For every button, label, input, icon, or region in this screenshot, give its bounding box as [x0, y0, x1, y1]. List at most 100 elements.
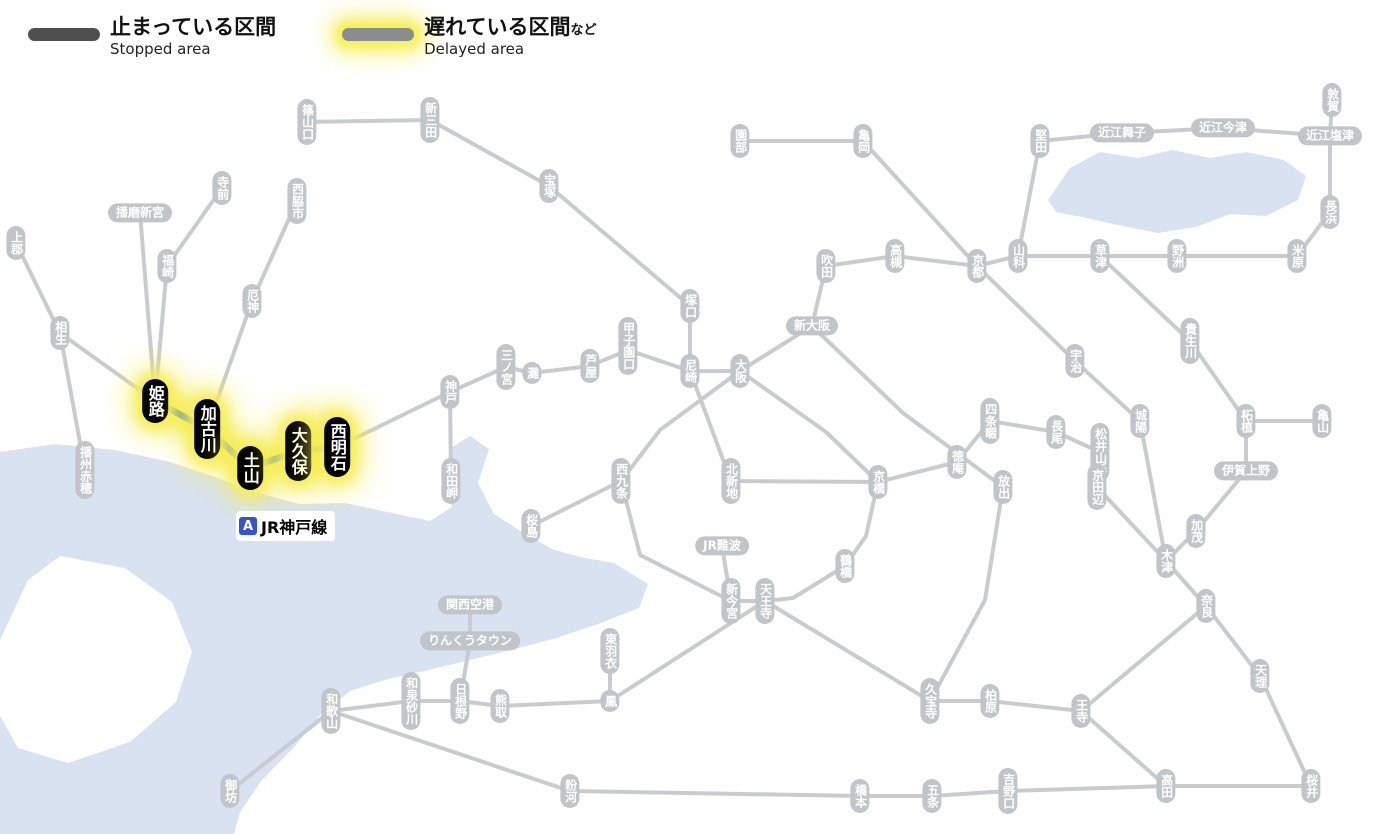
legend-delayed: 遅れている区間など Delayed area — [342, 14, 597, 58]
station-pill[interactable]: 新大阪 — [785, 316, 839, 336]
station-pill[interactable]: 桜井 — [1301, 769, 1321, 803]
station-pill[interactable]: 徳庵 — [947, 445, 967, 479]
station-pill[interactable]: 和歌山 — [321, 688, 341, 734]
station-pill[interactable]: 西九条 — [611, 458, 631, 504]
station-pill[interactable]: 神戸 — [440, 375, 460, 409]
delayed-label-jp-suffix: など — [570, 23, 597, 38]
station-pill-highlight[interactable]: 西明石 — [324, 417, 350, 477]
station-pill[interactable]: 新三田 — [420, 97, 440, 143]
station-pill[interactable]: 熊取 — [490, 689, 510, 723]
station-pill[interactable]: 京都 — [967, 249, 987, 283]
station-pill[interactable]: 長尾 — [1046, 415, 1066, 449]
station-pill[interactable]: 柘植 — [1236, 404, 1256, 438]
station-pill[interactable]: 塚口 — [680, 289, 700, 323]
station-pill[interactable]: 福崎 — [157, 249, 177, 283]
station-pill[interactable]: 城陽 — [1130, 404, 1150, 438]
water-area — [1048, 150, 1306, 233]
station-pill[interactable]: りんくうタウン — [420, 631, 520, 651]
line-badge[interactable]: A JR神戸線 — [236, 511, 336, 541]
station-pill-highlight[interactable]: 加古川 — [194, 399, 220, 459]
station-pill[interactable]: 橋本 — [850, 779, 870, 813]
station-pill[interactable]: 貴生川 — [1180, 318, 1200, 364]
rail-segment — [228, 709, 333, 793]
station-pill[interactable]: 上郡 — [6, 226, 26, 260]
station-pill-highlight[interactable]: 姫路 — [142, 379, 168, 423]
station-pill[interactable]: 天王寺 — [755, 578, 775, 624]
station-pill[interactable]: 久宝寺 — [920, 678, 940, 724]
station-pill[interactable]: 長浜 — [1320, 195, 1340, 229]
station-pill[interactable]: 甲子園口 — [618, 317, 638, 375]
delayed-label-en: Delayed area — [424, 40, 525, 59]
station-pill[interactable]: 亀岡 — [853, 124, 873, 158]
station-pill[interactable]: 寺前 — [212, 171, 232, 205]
line-letter-badge: A — [239, 517, 257, 535]
rail-segment — [738, 369, 880, 603]
station-pill[interactable]: 宇治 — [1065, 344, 1085, 378]
station-pill[interactable]: 灘 — [522, 362, 542, 384]
station-pill[interactable]: 山科 — [1008, 239, 1028, 273]
station-pill[interactable]: 和泉砂川 — [401, 672, 421, 730]
station-pill[interactable]: 厄神 — [242, 284, 262, 318]
station-pill[interactable]: 東羽衣 — [600, 628, 620, 674]
station-pill[interactable]: 京橋 — [868, 465, 888, 499]
legend: 止まっている区間 Stopped area 遅れている区間など Delayed … — [28, 14, 597, 58]
station-pill[interactable]: 三ノ宮 — [496, 344, 516, 390]
station-pill[interactable]: 吉野口 — [998, 768, 1018, 814]
station-pill[interactable]: 日根野 — [450, 678, 470, 724]
station-pill[interactable]: 桜島 — [521, 509, 541, 543]
station-pill[interactable]: 篠山口 — [297, 99, 317, 145]
station-pill[interactable]: 関西空港 — [437, 595, 503, 615]
station-pill[interactable]: 草津 — [1090, 239, 1110, 273]
station-pill[interactable]: 木津 — [1156, 544, 1176, 578]
station-pill[interactable]: 御坊 — [220, 774, 240, 808]
rail-segment — [1164, 419, 1248, 563]
station-pill[interactable]: 近江舞子 — [1089, 123, 1155, 143]
station-pill-highlight[interactable]: 大久保 — [285, 421, 311, 481]
station-pill[interactable]: 四条畷 — [980, 398, 1000, 444]
rail-segment — [1079, 709, 1168, 788]
station-pill[interactable]: 近江塩津 — [1297, 126, 1363, 146]
stopped-legend-text: 止まっている区間 Stopped area — [110, 14, 276, 58]
station-pill[interactable]: 吹田 — [816, 249, 836, 283]
station-pill[interactable]: 和田岬 — [441, 458, 461, 504]
station-pill[interactable]: 五条 — [922, 779, 942, 813]
station-pill[interactable]: JR難波 — [695, 536, 749, 556]
station-pill[interactable]: 加茂 — [1186, 514, 1206, 548]
station-pill[interactable]: 鳳 — [600, 690, 620, 712]
station-pill[interactable]: 米原 — [1287, 239, 1307, 273]
station-pill-highlight[interactable]: 土山 — [237, 446, 263, 490]
station-pill[interactable]: 京田辺 — [1087, 464, 1107, 510]
station-pill[interactable]: 伊賀上野 — [1213, 461, 1279, 481]
station-pill[interactable]: 園部 — [730, 124, 750, 158]
station-pill[interactable]: 鶴橋 — [835, 549, 855, 583]
station-pill[interactable]: 播磨新宮 — [107, 203, 173, 223]
station-pill[interactable]: 大阪 — [730, 354, 750, 388]
station-pill[interactable]: 宝塚 — [539, 169, 559, 203]
delayed-line-swatch — [342, 28, 415, 41]
station-pill[interactable]: 王寺 — [1071, 694, 1091, 728]
station-pill[interactable]: 天理 — [1250, 659, 1270, 693]
station-pill[interactable]: 堅田 — [1030, 124, 1050, 158]
delayed-legend-text: 遅れている区間など Delayed area — [424, 14, 596, 58]
station-pill[interactable]: 播州赤穂 — [75, 441, 95, 499]
station-pill[interactable]: 敦賀 — [1322, 83, 1342, 117]
station-pill[interactable]: 放出 — [993, 470, 1013, 504]
station-pill[interactable]: 高田 — [1156, 769, 1176, 803]
rail-segment — [329, 709, 1168, 798]
station-pill[interactable]: 高槻 — [885, 239, 905, 273]
station-pill[interactable]: 野洲 — [1167, 239, 1187, 273]
station-pill[interactable]: 西脇市 — [287, 178, 307, 224]
station-pill[interactable]: 相生 — [50, 316, 70, 350]
station-pill[interactable]: 北新地 — [721, 458, 741, 504]
rail-segment — [1164, 604, 1313, 788]
station-pill[interactable]: 芦屋 — [580, 349, 600, 383]
stopped-label-en: Stopped area — [110, 40, 211, 59]
station-pill[interactable]: 近江今津 — [1190, 118, 1256, 138]
station-pill[interactable]: 尼崎 — [680, 354, 700, 388]
station-pill[interactable]: 新今宮 — [721, 578, 741, 624]
station-pill[interactable]: 奈良 — [1196, 589, 1216, 623]
station-pill[interactable]: 亀山 — [1312, 404, 1332, 438]
station-pill[interactable]: 柏原 — [980, 684, 1000, 718]
station-pill[interactable]: 粉河 — [560, 774, 580, 808]
